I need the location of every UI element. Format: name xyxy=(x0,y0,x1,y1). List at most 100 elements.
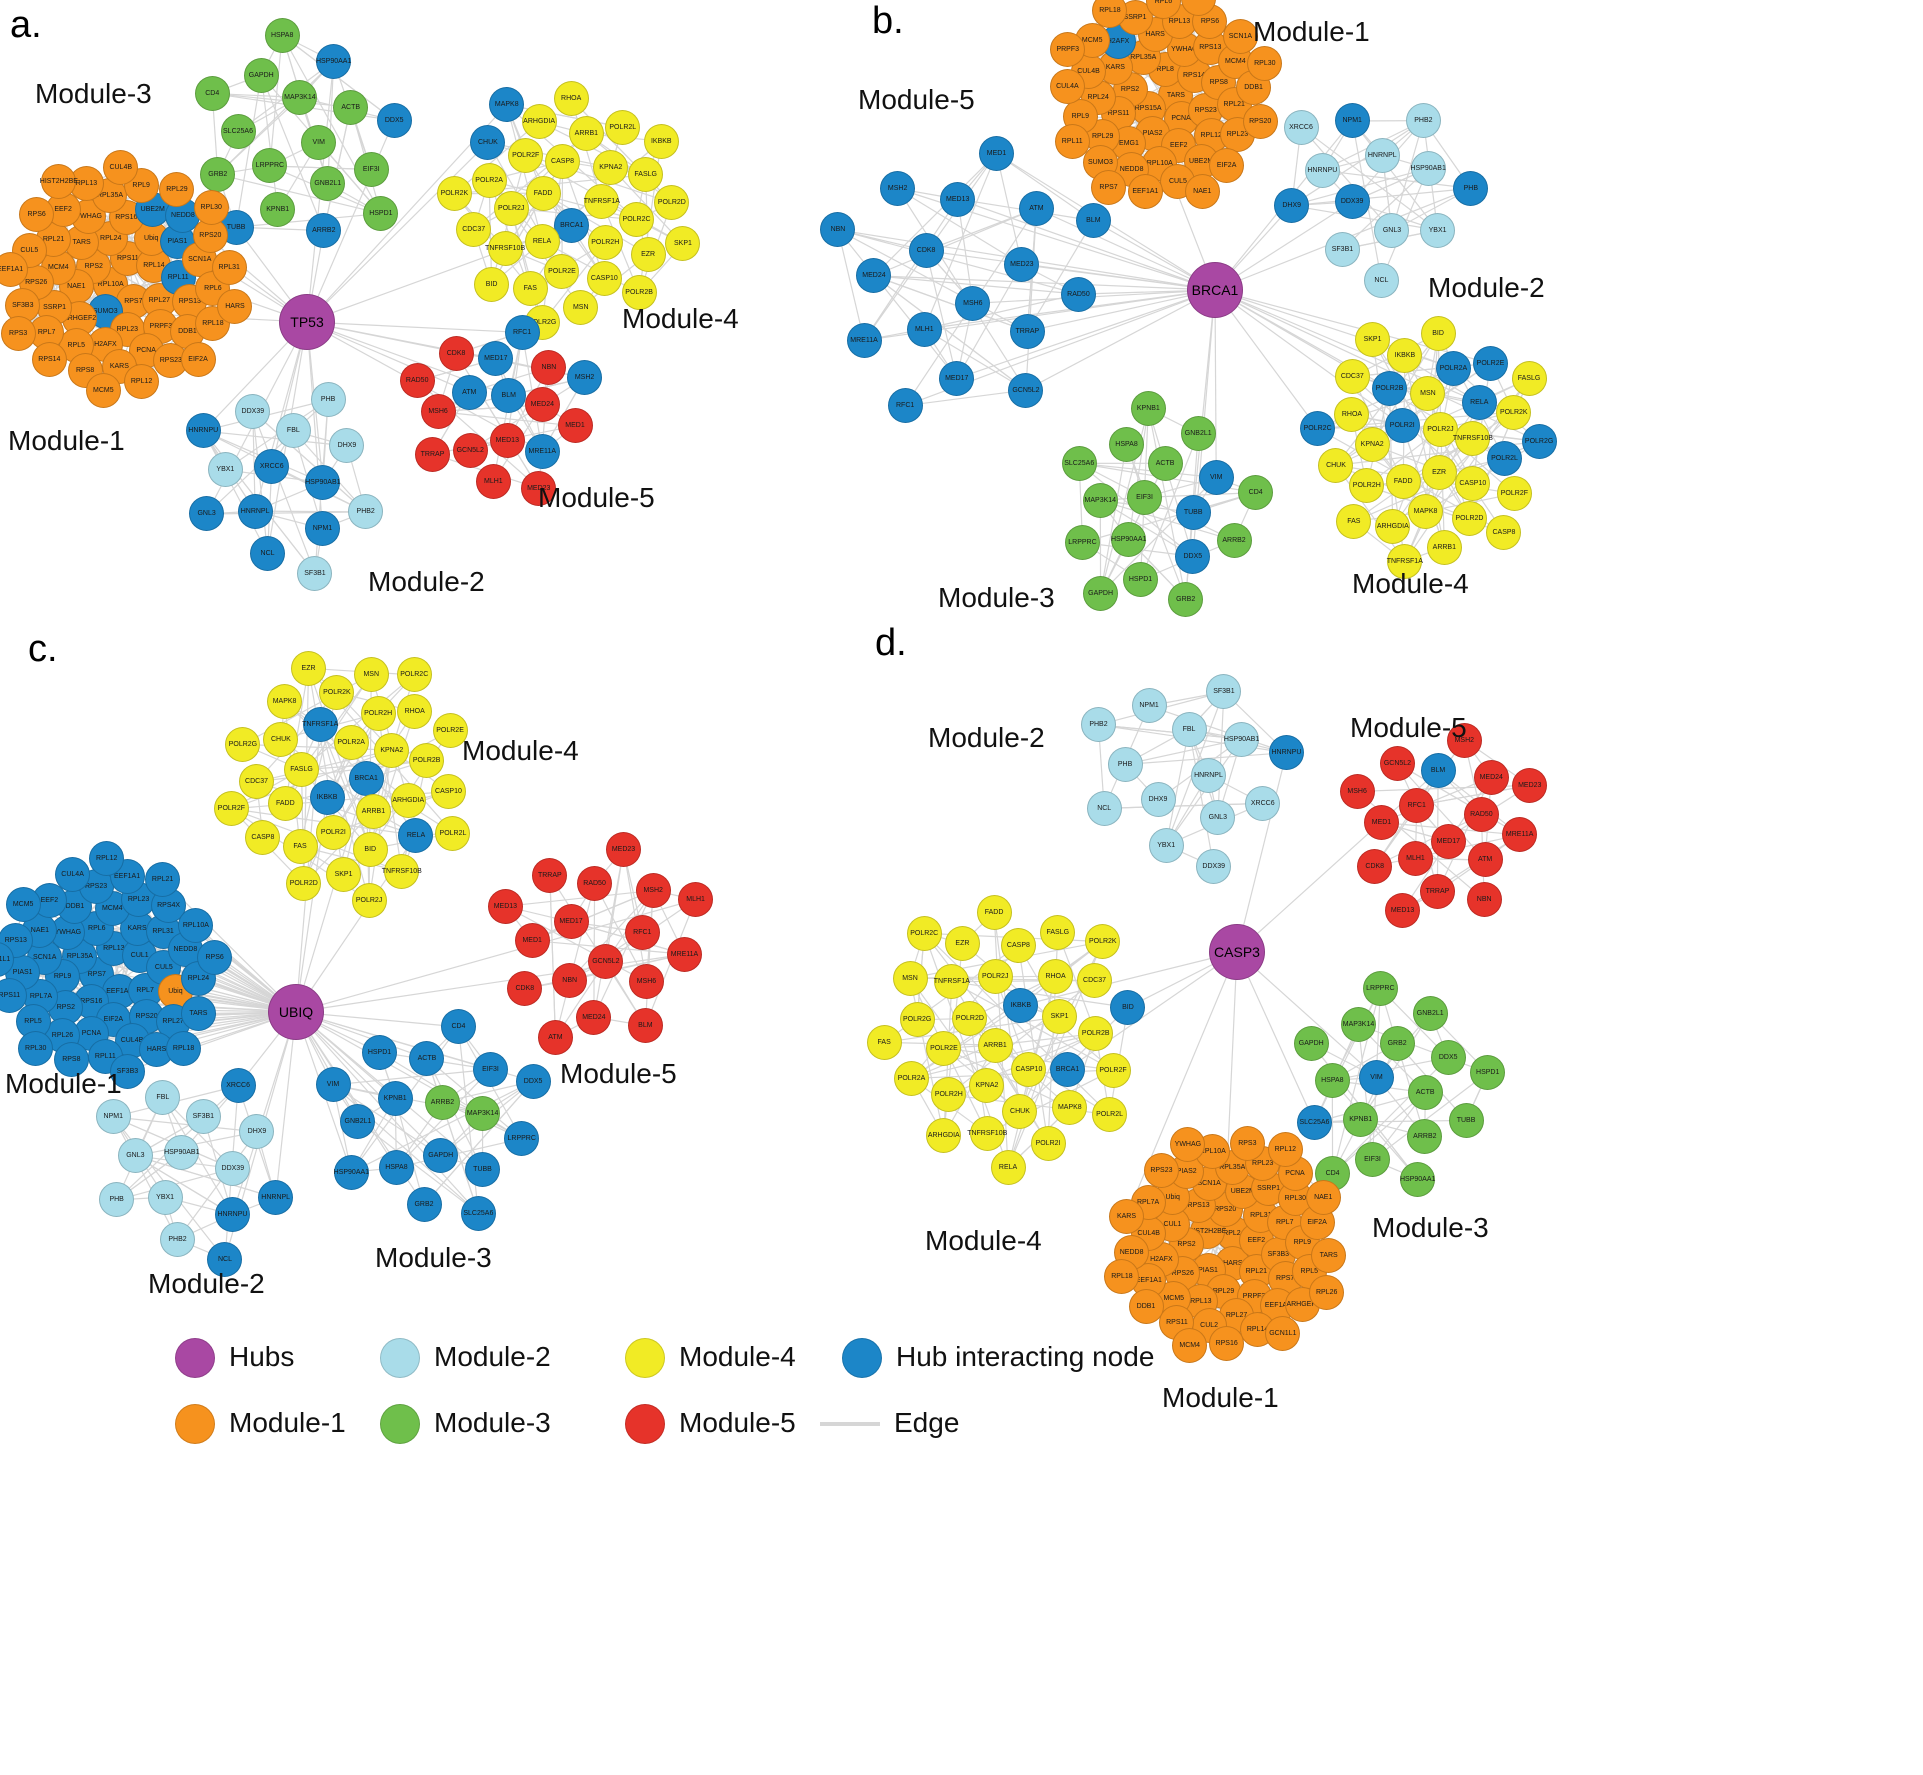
edge xyxy=(295,1011,442,1157)
node-DDX5: DDX5 xyxy=(515,1063,551,1099)
node-HSP90AB1: HSP90AB1 xyxy=(1410,150,1446,186)
module-label-d-module-2: Module-2 xyxy=(928,722,1045,753)
node-BLM: BLM xyxy=(491,378,527,413)
edge xyxy=(925,250,958,379)
edge xyxy=(1342,168,1429,250)
module-label-a-module-4: Module-4 xyxy=(622,303,739,334)
edge xyxy=(1128,408,1149,540)
node-HSP90AB1: HSP90AB1 xyxy=(1224,721,1259,757)
node-RPS20: RPS20 xyxy=(1242,104,1278,140)
legend-label-module4: Module-4 xyxy=(679,1341,796,1372)
node-FAS: FAS xyxy=(512,270,548,306)
node-PHB: PHB xyxy=(1453,170,1489,206)
edge xyxy=(1148,705,1287,754)
node-PHB2: PHB2 xyxy=(1405,103,1441,139)
node-GCN5L2: GCN5L2 xyxy=(1379,746,1415,782)
legend-label-module1: Module-1 xyxy=(229,1407,346,1438)
node-MED24: MED24 xyxy=(856,258,892,294)
node-FASLG: FASLG xyxy=(284,752,320,788)
node-FAS: FAS xyxy=(1336,503,1372,539)
node-HSPD1: HSPD1 xyxy=(363,196,399,232)
edge xyxy=(217,61,335,175)
node-PHB2: PHB2 xyxy=(1080,707,1116,743)
edge xyxy=(1322,169,1471,189)
edge xyxy=(505,905,647,983)
edge xyxy=(1026,220,1094,332)
node-HSPD1: HSPD1 xyxy=(1123,562,1158,598)
node-MED17: MED17 xyxy=(939,360,975,396)
node-MRE11A: MRE11A xyxy=(846,322,882,358)
node-SF3B1: SF3B1 xyxy=(1206,674,1242,710)
edge xyxy=(542,192,649,255)
node-MAPK8: MAPK8 xyxy=(489,87,525,123)
node-MED1: MED1 xyxy=(557,408,593,444)
node-POLR2C: POLR2C xyxy=(1300,411,1336,447)
node-IKBKB: IKBKB xyxy=(1003,988,1039,1024)
edge xyxy=(1360,1013,1431,1121)
node-KPNB1: KPNB1 xyxy=(1343,1102,1379,1138)
node-FASLG: FASLG xyxy=(628,157,664,193)
node-LRPPRC: LRPPRC xyxy=(504,1121,540,1157)
node-EIF3I: EIF3I xyxy=(472,1051,508,1087)
node-RPL26: RPL26 xyxy=(1309,1275,1345,1311)
node-POLR2D: POLR2D xyxy=(654,185,690,221)
edge xyxy=(438,410,576,427)
node-CDK8: CDK8 xyxy=(507,971,543,1007)
node-CD4: CD4 xyxy=(1238,475,1274,511)
node-RFC1: RFC1 xyxy=(504,314,540,350)
edge xyxy=(1335,464,1406,562)
module-label-b-module-4: Module-4 xyxy=(1352,568,1469,599)
node-MAPK8: MAPK8 xyxy=(1408,494,1444,530)
edge xyxy=(1314,1119,1467,1124)
node-CDC37: CDC37 xyxy=(456,211,492,247)
node-MED23: MED23 xyxy=(605,832,641,868)
node-BRCA1: BRCA1 xyxy=(348,760,384,796)
node-EIF3I: EIF3I xyxy=(1127,479,1163,515)
edge xyxy=(306,321,523,334)
edge xyxy=(1214,289,1217,478)
node-ACTB: ACTB xyxy=(333,89,369,125)
edge xyxy=(1300,126,1393,232)
node-LRPPRC: LRPPRC xyxy=(1064,524,1100,560)
module-label-b-module-2: Module-2 xyxy=(1428,272,1545,303)
node-MED13: MED13 xyxy=(489,422,525,458)
edge xyxy=(1165,728,1190,846)
edge xyxy=(1147,408,1194,557)
node-MSH2: MSH2 xyxy=(1446,722,1482,758)
node-CASP10: CASP10 xyxy=(1011,1052,1047,1088)
node-TRRAP: TRRAP xyxy=(1419,874,1455,910)
node-RPS8: RPS8 xyxy=(67,352,103,388)
node-DHX9: DHX9 xyxy=(1140,782,1176,818)
legend-label-hub_interacting: Hub interacting node xyxy=(896,1341,1155,1372)
node-VIM: VIM xyxy=(301,124,337,160)
module-label-a-module-2: Module-2 xyxy=(368,566,485,597)
node-CASP10: CASP10 xyxy=(1455,465,1491,501)
node-POLR2G: POLR2G xyxy=(1521,423,1557,459)
node-GRB2: GRB2 xyxy=(200,156,236,192)
edge xyxy=(995,153,1023,265)
edge xyxy=(301,674,415,771)
node-POLR2D: POLR2D xyxy=(286,866,322,902)
node-GRB2: GRB2 xyxy=(406,1187,442,1223)
node-MRE11A: MRE11A xyxy=(666,936,702,972)
node-RPL11: RPL11 xyxy=(1054,124,1090,160)
node-ACTB: ACTB xyxy=(409,1041,445,1076)
node-NPM1: NPM1 xyxy=(1131,688,1167,724)
node-RHOA: RHOA xyxy=(1038,958,1074,994)
legend-label-hub: Hubs xyxy=(229,1341,295,1372)
node-EIF2A: EIF2A xyxy=(1209,147,1245,183)
edge xyxy=(923,328,1027,391)
node-MSH6: MSH6 xyxy=(628,964,664,1000)
node-GNB2L1: GNB2L1 xyxy=(1180,416,1216,452)
node-RPS16: RPS16 xyxy=(1209,1326,1245,1362)
legend-label-module3: Module-3 xyxy=(434,1407,551,1438)
node-MED1: MED1 xyxy=(1363,805,1399,840)
edge xyxy=(1351,120,1439,231)
node-IKBKB: IKBKB xyxy=(309,779,345,815)
node-FBL: FBL xyxy=(1171,711,1207,747)
node-ARRB1: ARRB1 xyxy=(355,793,391,829)
node-POLR2J: POLR2J xyxy=(1422,411,1458,447)
node-POLR2B: POLR2B xyxy=(1078,1016,1114,1052)
node-RPL18: RPL18 xyxy=(1092,0,1128,29)
node-GCN1L1: GCN1L1 xyxy=(1265,1316,1301,1352)
